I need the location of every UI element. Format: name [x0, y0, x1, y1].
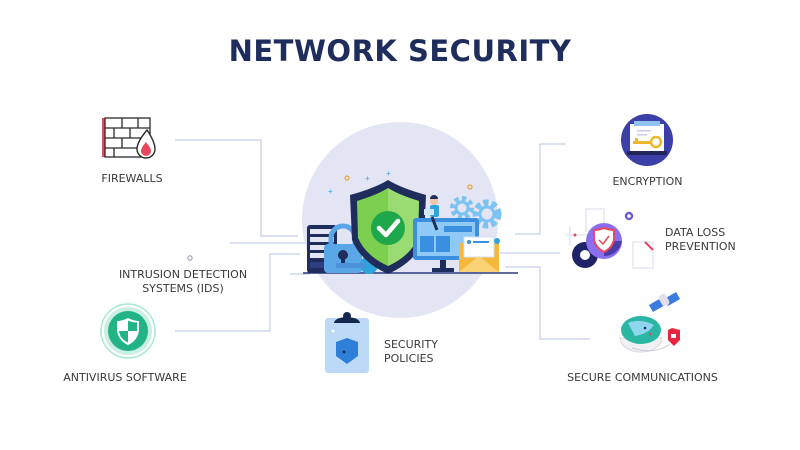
label-ids: INTRUSION DETECTION SYSTEMS (IDS)	[113, 268, 253, 296]
label-policies-line2: POLICIES	[384, 352, 434, 365]
label-antivirus: ANTIVIRUS SOFTWARE	[63, 371, 187, 384]
label-firewalls: FIREWALLS	[101, 172, 163, 185]
sparkles: + + +	[328, 169, 473, 196]
label-policies-line1: SECURITY	[384, 338, 438, 351]
label-dlp-line1: DATA LOSS	[665, 226, 726, 239]
laptop-key-icon	[621, 114, 673, 166]
envelope-icon	[459, 236, 500, 272]
svg-text:+: +	[386, 169, 391, 178]
shield-gear-documents-icon	[566, 208, 654, 269]
label-ids-line2: SYSTEMS (IDS)	[142, 282, 224, 295]
connector-encryption	[515, 143, 566, 235]
gears-icon	[450, 196, 502, 229]
svg-text:+: +	[328, 187, 333, 196]
label-ids-line1: INTRUSION DETECTION	[118, 268, 248, 281]
firewall-brick-flame-icon	[102, 117, 156, 159]
label-dlp: DATA LOSS PREVENTION	[665, 226, 736, 254]
shield-check-icon	[350, 180, 426, 274]
connector-firewalls	[175, 139, 298, 237]
page-title: NETWORK SECURITY	[228, 34, 572, 68]
person-icon	[424, 195, 439, 231]
label-comms: SECURE COMMUNICATIONS	[567, 371, 718, 384]
small-circle-icon	[187, 255, 193, 261]
connector-antivirus	[175, 253, 300, 332]
label-policies: SECURITY POLICIES	[384, 338, 438, 366]
svg-text:+: +	[365, 174, 370, 183]
clipboard-shield-icon	[325, 312, 369, 373]
connector-comms	[505, 266, 590, 340]
antivirus-shield-icon	[100, 303, 156, 359]
label-encryption: ENCRYPTION	[612, 175, 683, 188]
label-dlp-line2: PREVENTION	[665, 240, 736, 253]
globe-satellite-lock-icon	[619, 292, 681, 353]
